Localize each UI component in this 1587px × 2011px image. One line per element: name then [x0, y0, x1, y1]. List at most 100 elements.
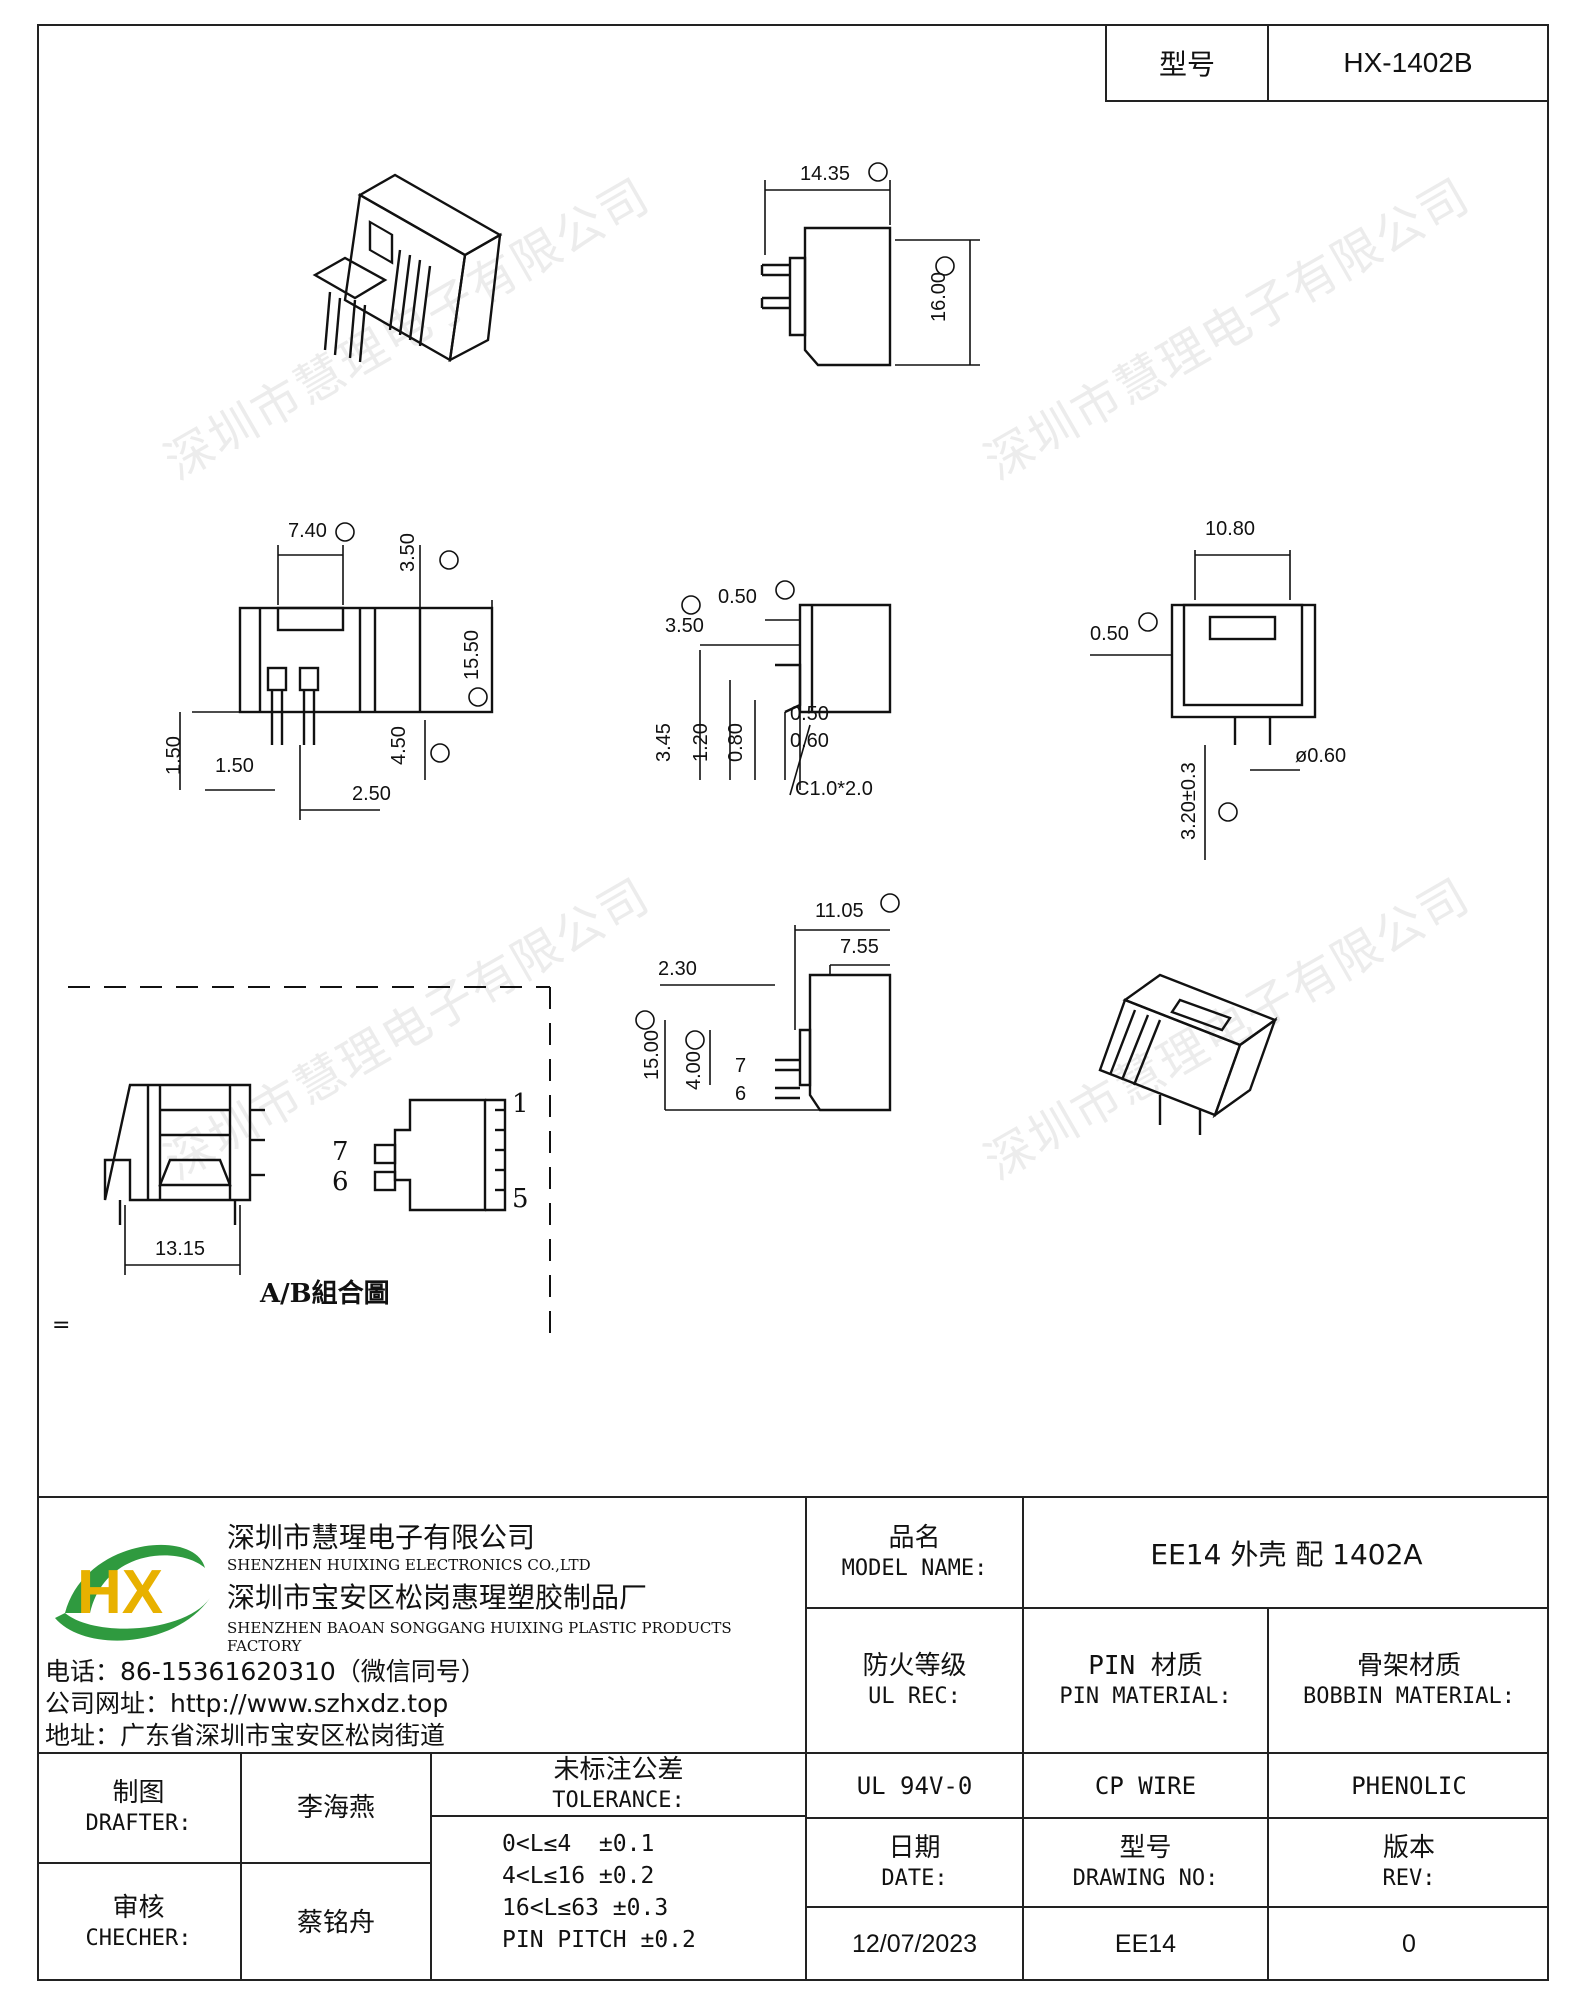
drawing-no-en: DRAWING NO: — [1072, 1865, 1219, 1891]
rev-cn: 版本 — [1382, 1832, 1435, 1863]
dim-4-00: 4.00 — [683, 1051, 705, 1090]
svg-text:HX: HX — [77, 1558, 163, 1627]
drawing-no-label: 型号 DRAWING NO: — [1024, 1819, 1267, 1906]
dim-10-80: 10.80 — [1205, 518, 1255, 540]
dim-0-50-c: 0.50 — [1090, 623, 1129, 645]
company-name-en: SHENZHEN HUIXING ELECTRONICS CO.,LTD — [227, 1556, 591, 1574]
company-website: 公司网址：http://www.szhxdz.top — [45, 1689, 449, 1718]
equals-mark: = — [52, 1313, 70, 1338]
model-name-value: EE14 外壳 配 1402A — [1150, 1537, 1423, 1571]
title-block: HX 深圳市慧瑆电子有限公司 SHENZHEN HUIXING ELECTRON… — [37, 1496, 1549, 1981]
model-value: HX-1402B — [1343, 47, 1473, 78]
date-value: 12/07/2023 — [851, 1930, 978, 1958]
pin-value: CP WIRE — [1094, 1771, 1197, 1800]
combo-assembly-right — [373, 1098, 507, 1212]
dim-1-20: 1.20 — [690, 723, 712, 762]
dim-1-50-h: 1.50 — [215, 755, 254, 777]
company-logo: HX — [55, 1544, 210, 1641]
drawing-no-cn: 型号 — [1119, 1832, 1172, 1863]
dim-3-20: 3.20±0.3 — [1178, 762, 1200, 840]
tolerance-en: TOLERANCE: — [552, 1787, 685, 1813]
dim-7-40: 7.40 — [288, 520, 327, 542]
ul-en: UL REC: — [868, 1683, 961, 1709]
dim-7-55: 7.55 — [840, 936, 879, 958]
drafter-name: 李海燕 — [296, 1793, 375, 1823]
model-box: 型号 HX-1402B — [1105, 24, 1549, 102]
pin-label-7b: 7 — [735, 1055, 746, 1077]
tolerance-cn: 未标注公差 — [553, 1754, 684, 1785]
dim-4-50: 4.50 — [388, 726, 410, 765]
end-view — [1090, 550, 1317, 860]
drawing-frame — [37, 24, 1549, 1981]
dim-chamfer: C1.0*2.0 — [795, 778, 873, 800]
rev-value: 0 — [1402, 1930, 1416, 1958]
pin-material-label: PIN 材质 PIN MATERIAL: — [1024, 1609, 1267, 1752]
section-view — [681, 580, 892, 796]
ul-cn: 防火等级 — [862, 1650, 967, 1681]
side-view — [760, 162, 980, 367]
drawing-no-value: EE14 — [1114, 1930, 1177, 1958]
pin-cn: PIN 材质 — [1088, 1650, 1203, 1681]
tolerance-row: 4<L≤16 ±0.2 — [502, 1863, 655, 1889]
tolerance-label: 未标注公差 TOLERANCE: — [432, 1754, 805, 1815]
pin-en: PIN MATERIAL: — [1059, 1683, 1232, 1709]
isometric-view-1 — [312, 173, 503, 363]
tolerance-row: 0<L≤4 ±0.1 — [502, 1831, 655, 1857]
dim-2-30: 2.30 — [658, 958, 697, 980]
checker-cn: 审核 — [112, 1892, 165, 1923]
tolerance-row: PIN PITCH ±0.2 — [502, 1927, 696, 1953]
isometric-view-2 — [1098, 973, 1278, 1135]
tolerance-row: 16<L≤63 ±0.3 — [502, 1895, 669, 1921]
dim-0-50-a: 0.50 — [718, 586, 757, 608]
side-view-2 — [635, 893, 900, 1112]
tolerance-table: 0<L≤4 ±0.1 4<L≤16 ±0.2 16<L≤63 ±0.3 PIN … — [502, 1828, 802, 1956]
dim-3-50: 3.50 — [397, 533, 419, 572]
factory-name-cn: 深圳市宝安区松岗惠瑆塑胶制品厂 — [227, 1581, 648, 1614]
dim-15-00: 15.00 — [641, 1030, 663, 1080]
combo-assembly-left — [103, 1083, 265, 1275]
rev-en: REV: — [1382, 1865, 1436, 1891]
dim-2-50: 2.50 — [352, 783, 391, 805]
model-name-en: MODEL NAME: — [841, 1555, 988, 1581]
dim-13-15: 13.15 — [155, 1238, 205, 1260]
checker-en: CHECHER: — [85, 1925, 192, 1951]
bobbin-cn: 骨架材质 — [1356, 1650, 1461, 1681]
combo-frame — [68, 986, 551, 1340]
pin-numbers: 7 6 1 5 — [332, 1089, 529, 1214]
factory-name-en: SHENZHEN BAOAN SONGGANG HUIXING PLASTIC … — [227, 1619, 732, 1655]
pin-label-7a: 7 — [332, 1137, 349, 1167]
pin-label-6b: 6 — [735, 1083, 746, 1105]
checker-name: 蔡铭舟 — [296, 1907, 375, 1938]
date-cn: 日期 — [888, 1832, 941, 1863]
dim-1-50-v: 1.50 — [163, 736, 185, 775]
company-info: HX 深圳市慧瑆电子有限公司 SHENZHEN HUIXING ELECTRON… — [45, 1516, 805, 1752]
company-name-cn: 深圳市慧瑆电子有限公司 — [227, 1521, 536, 1554]
date-label: 日期 DATE: — [807, 1819, 1022, 1906]
dim-16-00: 16.00 — [928, 272, 950, 322]
model-label: 型号 — [1107, 26, 1269, 100]
dim-3-50-b: 3.50 — [665, 615, 704, 637]
drafter-en: DRAFTER: — [85, 1811, 192, 1836]
bobbin-en: BOBBIN MATERIAL: — [1303, 1683, 1515, 1709]
pin-label-6a: 6 — [332, 1167, 349, 1197]
ul-rec-label: 防火等级 UL REC: — [807, 1609, 1022, 1752]
front-view — [179, 522, 494, 820]
dim-3-45: 3.45 — [653, 723, 675, 762]
rev-label: 版本 REV: — [1269, 1819, 1549, 1906]
company-phone: 电话：86-15361620310（微信同号） — [45, 1657, 486, 1686]
model-name-label: 品名 MODEL NAME: — [807, 1498, 1022, 1607]
pin-label-5: 5 — [512, 1184, 529, 1214]
bobbin-material-label: 骨架材质 BOBBIN MATERIAL: — [1269, 1609, 1549, 1752]
dim-11-05: 11.05 — [815, 900, 864, 922]
date-en: DATE: — [881, 1865, 948, 1891]
dimension-labels: 14.35 16.00 7.40 3.50 15.50 1.50 1.50 2.… — [155, 163, 1346, 1260]
drafter-label: 制图 DRAFTER: — [37, 1754, 240, 1862]
dim-0-50-b: 0.50 — [790, 703, 829, 725]
dim-14-35: 14.35 — [800, 163, 850, 185]
model-name-cn: 品名 — [888, 1522, 941, 1553]
pin-label-1: 1 — [512, 1089, 529, 1119]
dim-15-50: 15.50 — [461, 630, 483, 680]
dim-0-60: 0.60 — [790, 730, 829, 752]
company-address: 地址：广东省深圳市宝安区松岗街道 — [45, 1721, 446, 1750]
ul-value: UL 94V-0 — [856, 1771, 973, 1800]
